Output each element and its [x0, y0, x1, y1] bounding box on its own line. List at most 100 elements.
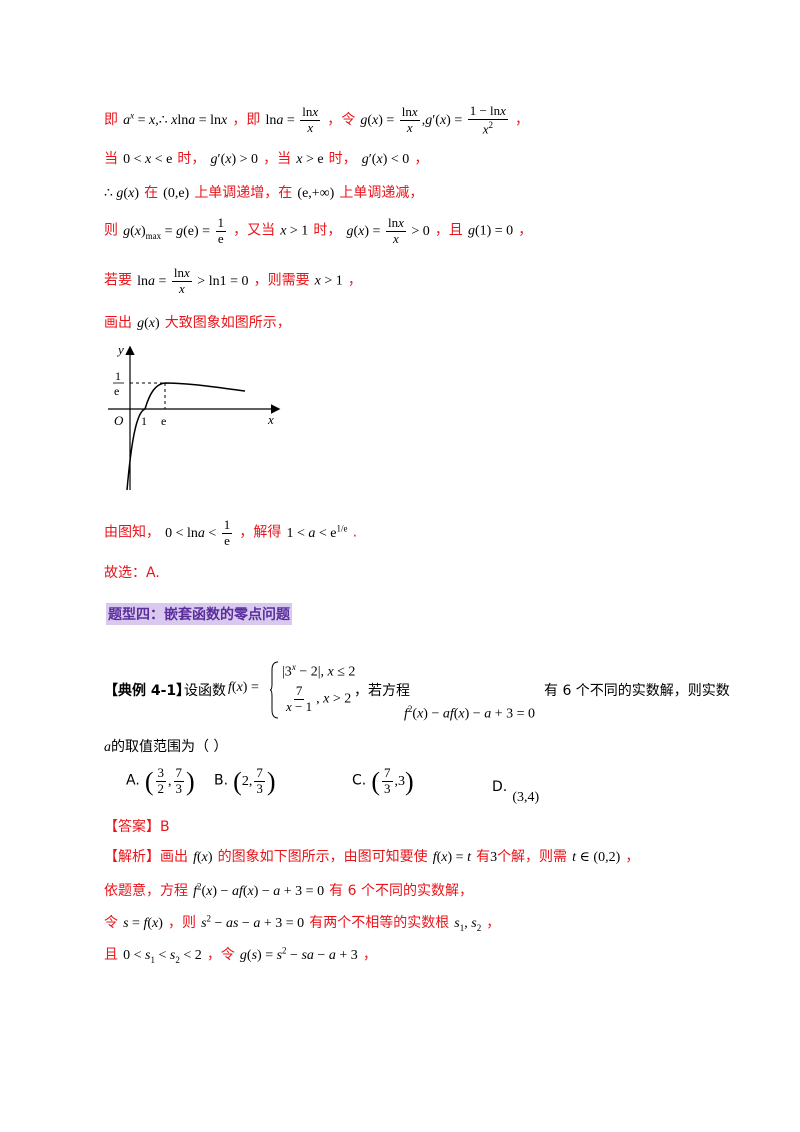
example-mid: ，若方程 — [354, 683, 410, 699]
text: ，即 — [232, 111, 261, 128]
text: 当 — [104, 151, 118, 167]
text: ，则需要 — [253, 272, 310, 289]
math-expr: f(x) — [193, 850, 213, 865]
text: ， — [625, 849, 640, 865]
text: ，当 — [263, 151, 292, 167]
text: ， — [347, 272, 362, 289]
option-label: B. — [214, 772, 229, 789]
fx-definition: f(x) = — [228, 680, 259, 695]
text: 的图象如下图所示，由图可知要使 — [217, 849, 428, 865]
text: 在 — [144, 185, 159, 201]
text: ，解得 — [239, 524, 282, 541]
math-expr: t ∈ (0,2) — [572, 850, 621, 865]
text: . — [352, 524, 358, 541]
math-expr: g′(x) < 0 — [361, 152, 410, 167]
text: 上单调递增，在 — [194, 185, 293, 201]
equation: f2(x) − af(x) − a + 3 = 0 — [404, 704, 535, 722]
solution-line-2: 当 0 < x < e 时， g′(x) > 0 ，当 x > e 时， g′(… — [104, 148, 428, 168]
option-label: D. — [492, 779, 508, 795]
math-expr: (e,+∞) — [297, 186, 335, 201]
text: 有两个不相等的实数根 — [309, 915, 450, 931]
text: 依题意，方程 — [104, 883, 188, 899]
option-value: (3,4) — [512, 790, 540, 805]
analysis-line-2: 依题意，方程 f2(x) − af(x) − a + 3 = 0 有 6 个不同… — [104, 880, 473, 900]
math-expr: (0,e) — [163, 186, 190, 201]
text: ，且 — [434, 222, 463, 239]
text: 即 — [104, 111, 118, 128]
text: 的取值范围为（ ） — [111, 739, 228, 755]
math-expr: x > 1 — [314, 273, 343, 289]
text: ，则 — [168, 915, 196, 931]
text: ， — [515, 111, 530, 128]
y-label: y — [116, 342, 124, 357]
math-expr: s1, s2 — [454, 916, 482, 933]
piecewise-brace — [269, 660, 280, 724]
analysis-line-1: 【解析】画出 f(x) 的图象如下图所示，由图可知要使 f(x) = t 有3个… — [104, 846, 639, 866]
answer: 【答案】B — [104, 819, 170, 835]
text: 大致图象如图所示， — [164, 315, 291, 331]
example-line-2: a的取值范围为（ ） — [104, 736, 227, 756]
var-a: a — [104, 740, 111, 755]
text: 个解，则需 — [497, 849, 568, 865]
math-expr: f2(x) − af(x) − a + 3 = 0 — [193, 881, 325, 899]
math-expr: x > 1 — [280, 223, 309, 239]
text: 有 6 个不同的实数解， — [329, 883, 473, 899]
text: ， — [486, 915, 501, 931]
text: ，令 — [327, 111, 356, 128]
text: 上单调递减， — [339, 185, 424, 201]
ytick-num: 1 — [115, 369, 121, 383]
option-d[interactable]: D. (3,4) — [492, 776, 539, 805]
math-expr: s2 − as − a + 3 = 0 — [201, 913, 305, 931]
example-tag: 【典例 4-1】 — [104, 683, 191, 699]
text: ，又当 — [233, 222, 276, 239]
analysis-line-4: 且 0 < s1 < s2 < 2 ，令 g(s) = s2 − sa − a … — [104, 944, 377, 965]
analysis-line-3: 令 s = f(x) ，则 s2 − as − a + 3 = 0 有两个不相等… — [104, 912, 501, 933]
text: ， — [518, 222, 533, 239]
piece-1: |3x − 2|, x ≤ 2 — [282, 662, 356, 680]
text: ， — [362, 947, 377, 963]
tick-e: e — [161, 414, 166, 428]
math-expr: f(x) = t — [432, 850, 471, 865]
analysis-label: 【解析】 — [104, 849, 160, 865]
solution-line-3: ∴ g(x) 在 (0,e) 上单调递增，在 (e,+∞) 上单调递减， — [104, 182, 423, 202]
math-expr: g(1) = 0 — [467, 223, 514, 239]
text: 且 — [104, 947, 118, 963]
math-expr: ∴ g(x) — [104, 186, 139, 201]
choice-conclusion: 故选：A. — [104, 565, 160, 581]
example-tail: 有 6 个不同的实数解，则实数 — [544, 683, 730, 699]
text: 时， — [313, 222, 342, 239]
text: 画出 — [160, 849, 188, 865]
solution-line-6: 画出 g(x) 大致图象如图所示， — [104, 312, 291, 332]
ytick-den: e — [114, 384, 119, 398]
math-expr: x > e — [296, 152, 324, 167]
section-heading: 题型四：嵌套函数的零点问题 — [106, 603, 292, 625]
text: 时， — [328, 151, 357, 167]
text: 有 — [476, 849, 491, 865]
x-label: x — [267, 412, 274, 427]
text: 令 — [104, 915, 118, 931]
math-expr: 0 < s1 < s2 < 2 — [123, 948, 202, 965]
option-label: C. — [352, 772, 367, 789]
function-graph: y x O 1 e 1 e — [108, 342, 281, 491]
example-intro: 设函数 — [184, 683, 226, 699]
text: 由图知， — [104, 524, 160, 541]
text: 时， — [177, 151, 206, 167]
text: ，令 — [206, 947, 235, 963]
